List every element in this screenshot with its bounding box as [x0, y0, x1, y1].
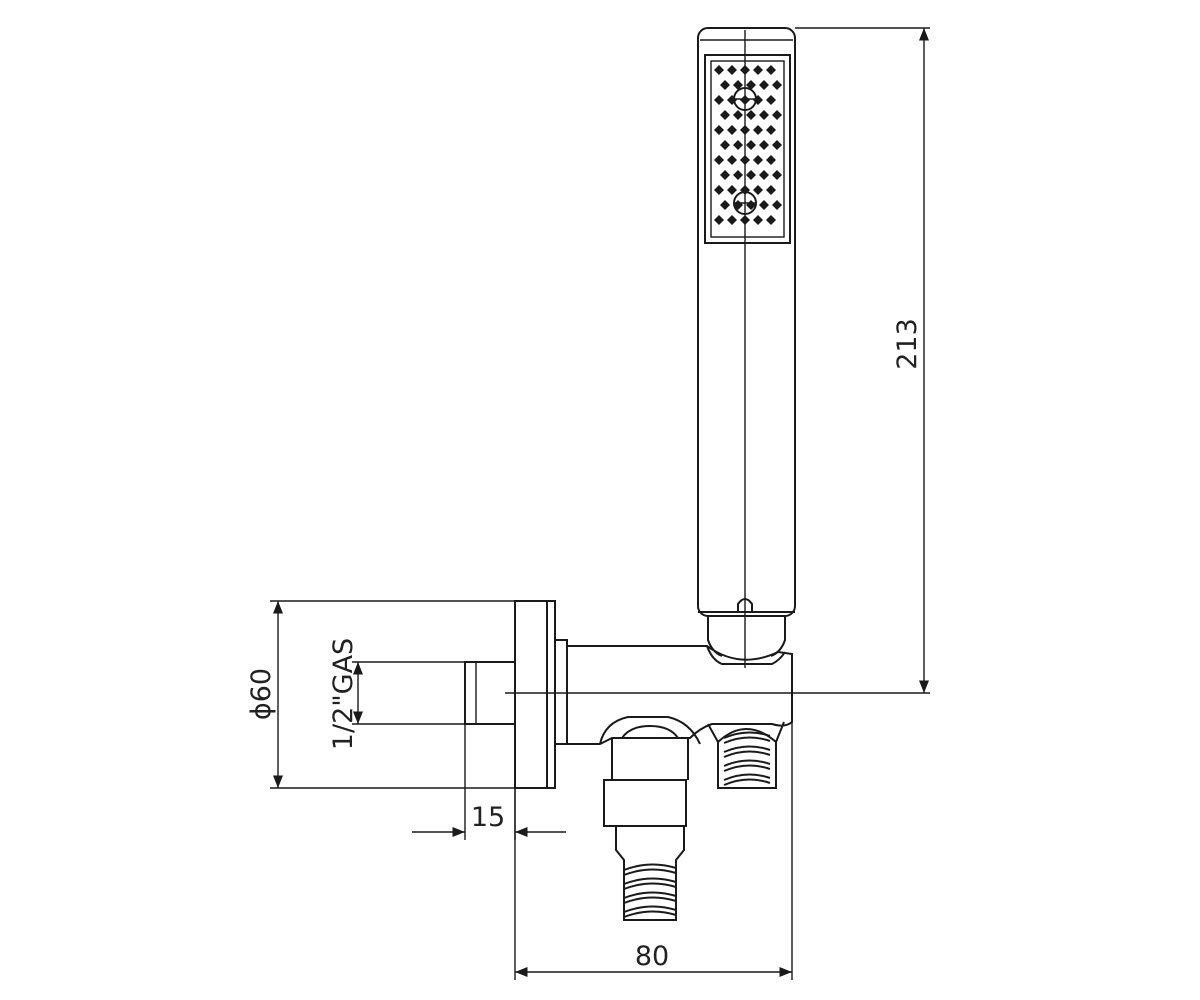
hand-shower: [697, 27, 796, 668]
nozzle: [753, 125, 763, 135]
thread-line: [723, 745, 771, 758]
nozzle: [766, 125, 776, 135]
nozzle: [753, 65, 763, 75]
nut: [603, 779, 687, 827]
nozzle: [714, 65, 724, 75]
bottom-outlet: [599, 716, 701, 921]
nozzle: [733, 140, 743, 150]
nozzle: [727, 125, 737, 135]
nozzle: [759, 80, 769, 90]
dimension-width: 80: [514, 722, 793, 980]
dimension-height: 213: [795, 27, 930, 693]
thread-line: [623, 877, 677, 890]
nozzle: [714, 155, 724, 165]
nozzle: [727, 185, 737, 195]
thread-line: [623, 863, 677, 876]
diameter-value: ϕ60: [246, 668, 277, 720]
nozzle: [766, 155, 776, 165]
thread-line: [623, 905, 677, 918]
nozzle: [714, 95, 724, 105]
side-thread: [723, 731, 771, 786]
nozzle: [720, 110, 730, 120]
nozzle: [759, 200, 769, 210]
nozzle: [746, 140, 756, 150]
thread-value: 1/2"GAS: [328, 638, 359, 750]
wall-plate: [514, 600, 556, 789]
nozzle: [720, 80, 730, 90]
width-value: 80: [635, 941, 669, 972]
nozzle: [746, 170, 756, 180]
thread-line: [723, 773, 771, 786]
depth-value: 15: [471, 802, 505, 833]
nozzle: [772, 200, 782, 210]
nozzle: [733, 170, 743, 180]
thread-line: [723, 759, 771, 772]
nozzle: [759, 140, 769, 150]
thread-line: [623, 891, 677, 904]
spray-nozzles: [714, 65, 782, 225]
nozzle: [753, 155, 763, 165]
nozzle: [753, 215, 763, 225]
nozzle: [746, 110, 756, 120]
dimension-diameter: ϕ60: [246, 600, 515, 789]
dimension-thread: 1/2"GAS: [328, 638, 465, 750]
dimension-depth: 15: [412, 724, 566, 840]
nozzle: [720, 140, 730, 150]
nozzle: [714, 185, 724, 195]
thread-line: [723, 731, 771, 744]
nozzle: [746, 80, 756, 90]
hose-thread: [623, 863, 677, 918]
nozzle: [759, 110, 769, 120]
nozzle: [766, 95, 776, 105]
spray-face: [704, 54, 791, 244]
nozzle: [759, 170, 769, 180]
nozzle: [714, 215, 724, 225]
nozzle: [772, 140, 782, 150]
nozzle: [714, 125, 724, 135]
nozzle: [727, 65, 737, 75]
side-outlet: [707, 721, 785, 789]
nozzle: [766, 185, 776, 195]
nozzle: [766, 65, 776, 75]
nozzle: [733, 80, 743, 90]
nozzle: [727, 215, 737, 225]
wall-outlet: [464, 600, 930, 789]
nozzle: [733, 110, 743, 120]
nozzle: [727, 155, 737, 165]
nozzle: [772, 80, 782, 90]
nozzle: [720, 200, 730, 210]
nozzle: [772, 170, 782, 180]
nozzle: [720, 170, 730, 180]
nozzle: [753, 185, 763, 195]
height-value: 213: [892, 318, 923, 370]
nozzle: [772, 110, 782, 120]
nozzle: [766, 215, 776, 225]
